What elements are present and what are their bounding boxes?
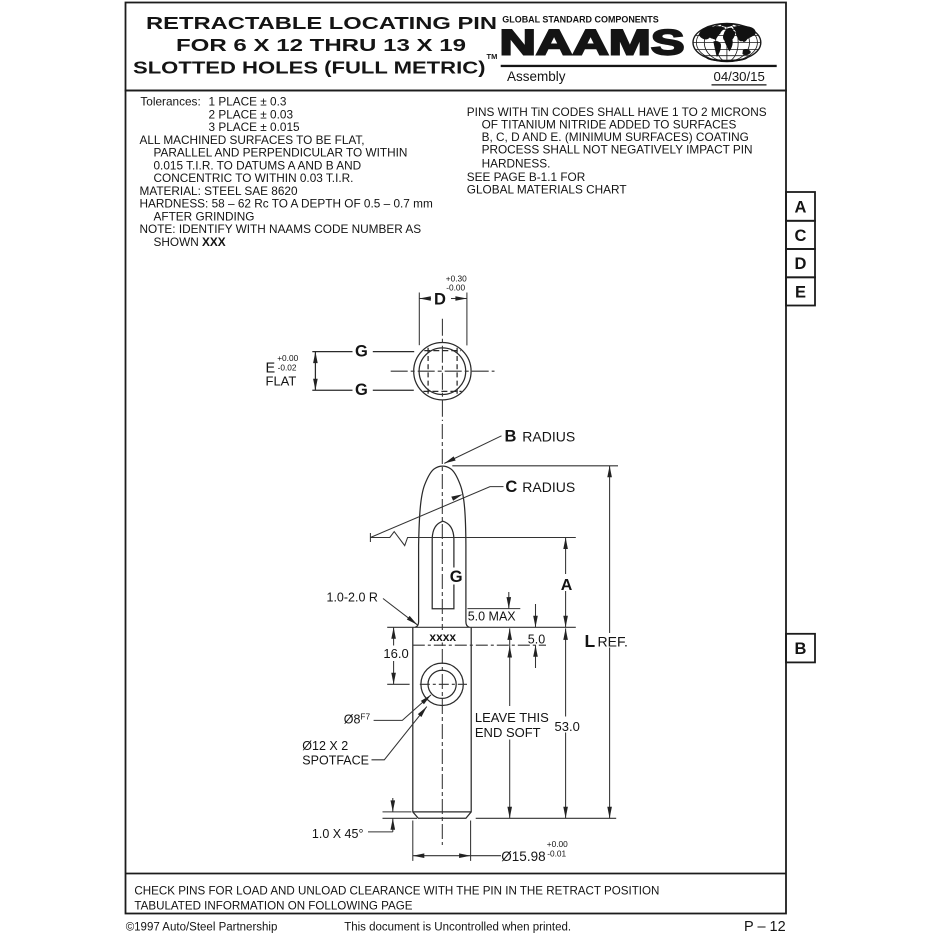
svg-text:+0.30: +0.30 xyxy=(446,273,467,283)
svg-text:FOR 6 X 12 THRU 13 X 19: FOR 6 X 12 THRU 13 X 19 xyxy=(176,35,466,55)
svg-text:+0.00: +0.00 xyxy=(277,353,298,363)
svg-text:CONCENTRIC TO WITHIN 0.03 T.I.: CONCENTRIC TO WITHIN 0.03 T.I.R. xyxy=(154,171,354,185)
svg-text:NAAMS: NAAMS xyxy=(500,22,685,62)
svg-text:D: D xyxy=(434,291,446,309)
svg-text:-0.02: -0.02 xyxy=(278,363,297,373)
svg-text:B, C, D AND E. (MINIMUM SURFAC: B, C, D AND E. (MINIMUM SURFACES) COATIN… xyxy=(482,130,749,144)
svg-text:END SOFT: END SOFT xyxy=(475,725,541,740)
svg-text:53.0: 53.0 xyxy=(555,719,580,734)
svg-text:1.0 X 45°: 1.0 X 45° xyxy=(312,827,364,841)
svg-text:RETRACTABLE LOCATING PIN: RETRACTABLE LOCATING PIN xyxy=(146,13,497,33)
svg-text:PROCESS SHALL NOT NEGATIVELY I: PROCESS SHALL NOT NEGATIVELY IMPACT PIN xyxy=(482,142,753,156)
svg-text:AFTER GRINDING: AFTER GRINDING xyxy=(154,209,255,223)
svg-text:G: G xyxy=(355,381,368,399)
svg-text:-0.01: -0.01 xyxy=(547,849,566,859)
svg-text:3 PLACE ± 0.015: 3 PLACE ± 0.015 xyxy=(209,120,301,134)
svg-text:G: G xyxy=(450,568,463,586)
svg-text:SEE PAGE B-1.1 FOR: SEE PAGE B-1.1 FOR xyxy=(467,170,585,184)
svg-text:Ø12 X 2: Ø12 X 2 xyxy=(302,739,348,753)
svg-text:OF TITANIUM NITRIDE ADDED TO S: OF TITANIUM NITRIDE ADDED TO SURFACES xyxy=(482,117,737,131)
svg-text:E: E xyxy=(795,283,806,301)
svg-text:TM: TM xyxy=(487,52,498,61)
svg-text:GLOBAL MATERIALS CHART: GLOBAL MATERIALS CHART xyxy=(467,183,627,197)
svg-text:L: L xyxy=(585,631,596,651)
svg-text:5.0 MAX: 5.0 MAX xyxy=(468,610,517,624)
svg-text:2 PLACE ± 0.03: 2 PLACE ± 0.03 xyxy=(209,107,294,121)
svg-text:A: A xyxy=(795,198,807,216)
svg-text:HARDNESS.: HARDNESS. xyxy=(482,156,551,170)
svg-text:LEAVE THIS: LEAVE THIS xyxy=(475,710,549,725)
svg-text:C: C xyxy=(505,478,517,496)
svg-text:SHOWN XXX: SHOWN XXX xyxy=(154,235,226,249)
svg-text:16.0: 16.0 xyxy=(383,646,408,661)
svg-text:MATERIAL: STEEL SAE 8620: MATERIAL: STEEL SAE 8620 xyxy=(140,184,298,198)
svg-text:©1997 Auto/Steel Partnership: ©1997 Auto/Steel Partnership xyxy=(126,922,278,934)
svg-text:ALL MACHINED SURFACES TO BE FL: ALL MACHINED SURFACES TO BE FLAT, xyxy=(140,133,365,147)
svg-text:SPOTFACE: SPOTFACE xyxy=(302,754,369,768)
svg-text:CHECK PINS FOR LOAD AND UNLOAD: CHECK PINS FOR LOAD AND UNLOAD CLEARANCE… xyxy=(134,885,659,898)
svg-text:This document is Uncontrolled: This document is Uncontrolled when print… xyxy=(344,922,571,934)
svg-text:FLAT: FLAT xyxy=(266,374,297,389)
svg-text:Tolerances:: Tolerances: xyxy=(140,95,200,109)
svg-text:Assembly: Assembly xyxy=(507,69,566,84)
svg-text:REF.: REF. xyxy=(598,634,628,650)
svg-text:-0.00: -0.00 xyxy=(446,283,465,293)
svg-text:E: E xyxy=(266,361,276,377)
svg-text:G: G xyxy=(355,342,368,360)
svg-text:1.0-2.0 R: 1.0-2.0 R xyxy=(327,591,378,605)
svg-text:SLOTTED HOLES (FULL METRIC): SLOTTED HOLES (FULL METRIC) xyxy=(133,57,485,77)
svg-text:04/30/15: 04/30/15 xyxy=(714,69,765,84)
svg-text:HARDNESS: 58 – 62 Rc TO A DEPT: HARDNESS: 58 – 62 Rc TO A DEPTH OF 0.5 –… xyxy=(140,197,433,211)
svg-text:A: A xyxy=(561,577,573,594)
svg-text:1 PLACE ± 0.3: 1 PLACE ± 0.3 xyxy=(209,95,287,109)
svg-text:5.0: 5.0 xyxy=(528,633,545,647)
svg-text:B: B xyxy=(505,427,517,445)
svg-text:RADIUS: RADIUS xyxy=(522,479,575,495)
svg-text:TABULATED INFORMATION ON FOLLO: TABULATED INFORMATION ON FOLLOWING PAGE xyxy=(134,900,412,913)
svg-text:B: B xyxy=(795,640,807,658)
svg-text:C: C xyxy=(795,227,807,245)
svg-text:+0.00: +0.00 xyxy=(547,839,568,849)
svg-text:0.015 T.I.R. TO DATUMS A AND B: 0.015 T.I.R. TO DATUMS A AND B AND xyxy=(154,158,362,172)
svg-text:NOTE: IDENTIFY WITH NAAMS CODE: NOTE: IDENTIFY WITH NAAMS CODE NUMBER AS xyxy=(140,222,422,236)
svg-text:xxxx: xxxx xyxy=(429,630,456,644)
svg-text:F7: F7 xyxy=(360,711,370,721)
svg-text:PARALLEL AND PERPENDICULAR TO: PARALLEL AND PERPENDICULAR TO WITHIN xyxy=(154,146,408,160)
svg-text:Ø8: Ø8 xyxy=(344,712,361,726)
svg-text:D: D xyxy=(795,255,807,273)
svg-text:GLOBAL STANDARD COMPONENTS: GLOBAL STANDARD COMPONENTS xyxy=(502,14,659,24)
svg-text:Ø15.98: Ø15.98 xyxy=(501,849,545,864)
svg-text:PINS WITH TiN CODES SHALL HAVE: PINS WITH TiN CODES SHALL HAVE 1 TO 2 MI… xyxy=(467,105,767,119)
svg-text:P – 12: P – 12 xyxy=(744,919,786,935)
svg-text:RADIUS: RADIUS xyxy=(522,428,575,444)
